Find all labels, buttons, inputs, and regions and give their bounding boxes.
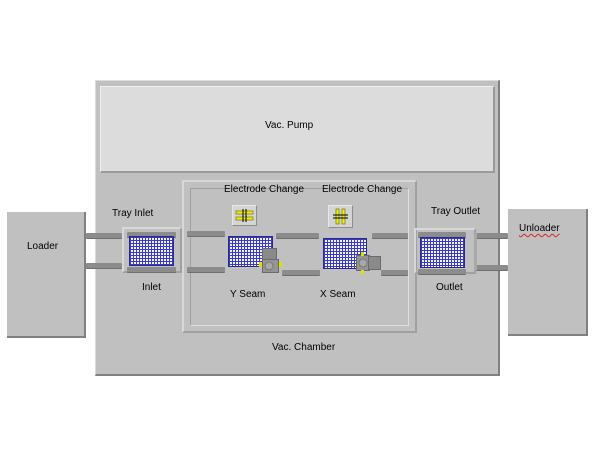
x-seam-label: X Seam — [320, 289, 356, 300]
vac-chamber-label: Vac. Chamber — [272, 342, 336, 353]
y-seam-head[interactable] — [262, 259, 279, 273]
rail-x-out-bottom — [381, 270, 408, 276]
vac-pump-label: Vac. Pump — [265, 120, 314, 131]
unloader-label: Unloader — [519, 223, 560, 234]
outlet-connector — [474, 233, 477, 270]
x-electrode-change-button[interactable] — [328, 205, 353, 228]
rail-y-in-bottom — [187, 267, 225, 273]
tray-inlet-grid[interactable] — [129, 236, 174, 266]
seam-welder-icon — [358, 258, 368, 268]
seam-enclosure — [182, 180, 417, 333]
y-seam-label: Y Seam — [230, 289, 266, 300]
rail-mid-bottom — [282, 270, 320, 276]
electrode-vertical-icon — [333, 208, 348, 225]
seam-welder-icon — [264, 261, 274, 271]
rail-loader-top — [86, 233, 122, 239]
loader-label: Loader — [27, 241, 59, 252]
y-electrode-change-button[interactable] — [232, 205, 257, 226]
x-seam-electrode-top — [361, 252, 364, 256]
seam-enclosure-inner — [190, 188, 409, 326]
tray-outlet-grid[interactable] — [420, 237, 465, 268]
x-seam-head-side — [368, 256, 381, 270]
rail-y-in-top — [187, 231, 225, 237]
y-electrode-change-label: Electrode Change — [224, 184, 305, 195]
x-seam-electrode-bottom — [361, 270, 364, 274]
tray-outlet-label: Tray Outlet — [431, 206, 481, 217]
outlet-rail-bottom — [418, 269, 466, 275]
electrode-horizontal-icon — [235, 209, 254, 222]
rail-loader-bottom — [86, 263, 122, 269]
unloader-station[interactable]: Unloader — [508, 209, 588, 336]
rail-x-out-top — [372, 233, 408, 239]
y-seam-electrode-left — [259, 262, 262, 267]
x-electrode-change-label: Electrode Change — [322, 184, 403, 195]
tray-inlet-label: Tray Inlet — [112, 208, 154, 219]
vac-pump[interactable]: Vac. Pump — [100, 86, 495, 173]
loader-station[interactable]: Loader — [7, 212, 86, 338]
y-seam-electrode-right — [279, 262, 282, 267]
rail-mid-top — [276, 233, 319, 239]
rail-unloader-bottom — [476, 265, 508, 271]
outlet-label: Outlet — [436, 282, 463, 293]
inlet-rail-bottom — [127, 267, 176, 273]
inlet-label: Inlet — [142, 282, 161, 293]
rail-unloader-top — [476, 233, 508, 239]
